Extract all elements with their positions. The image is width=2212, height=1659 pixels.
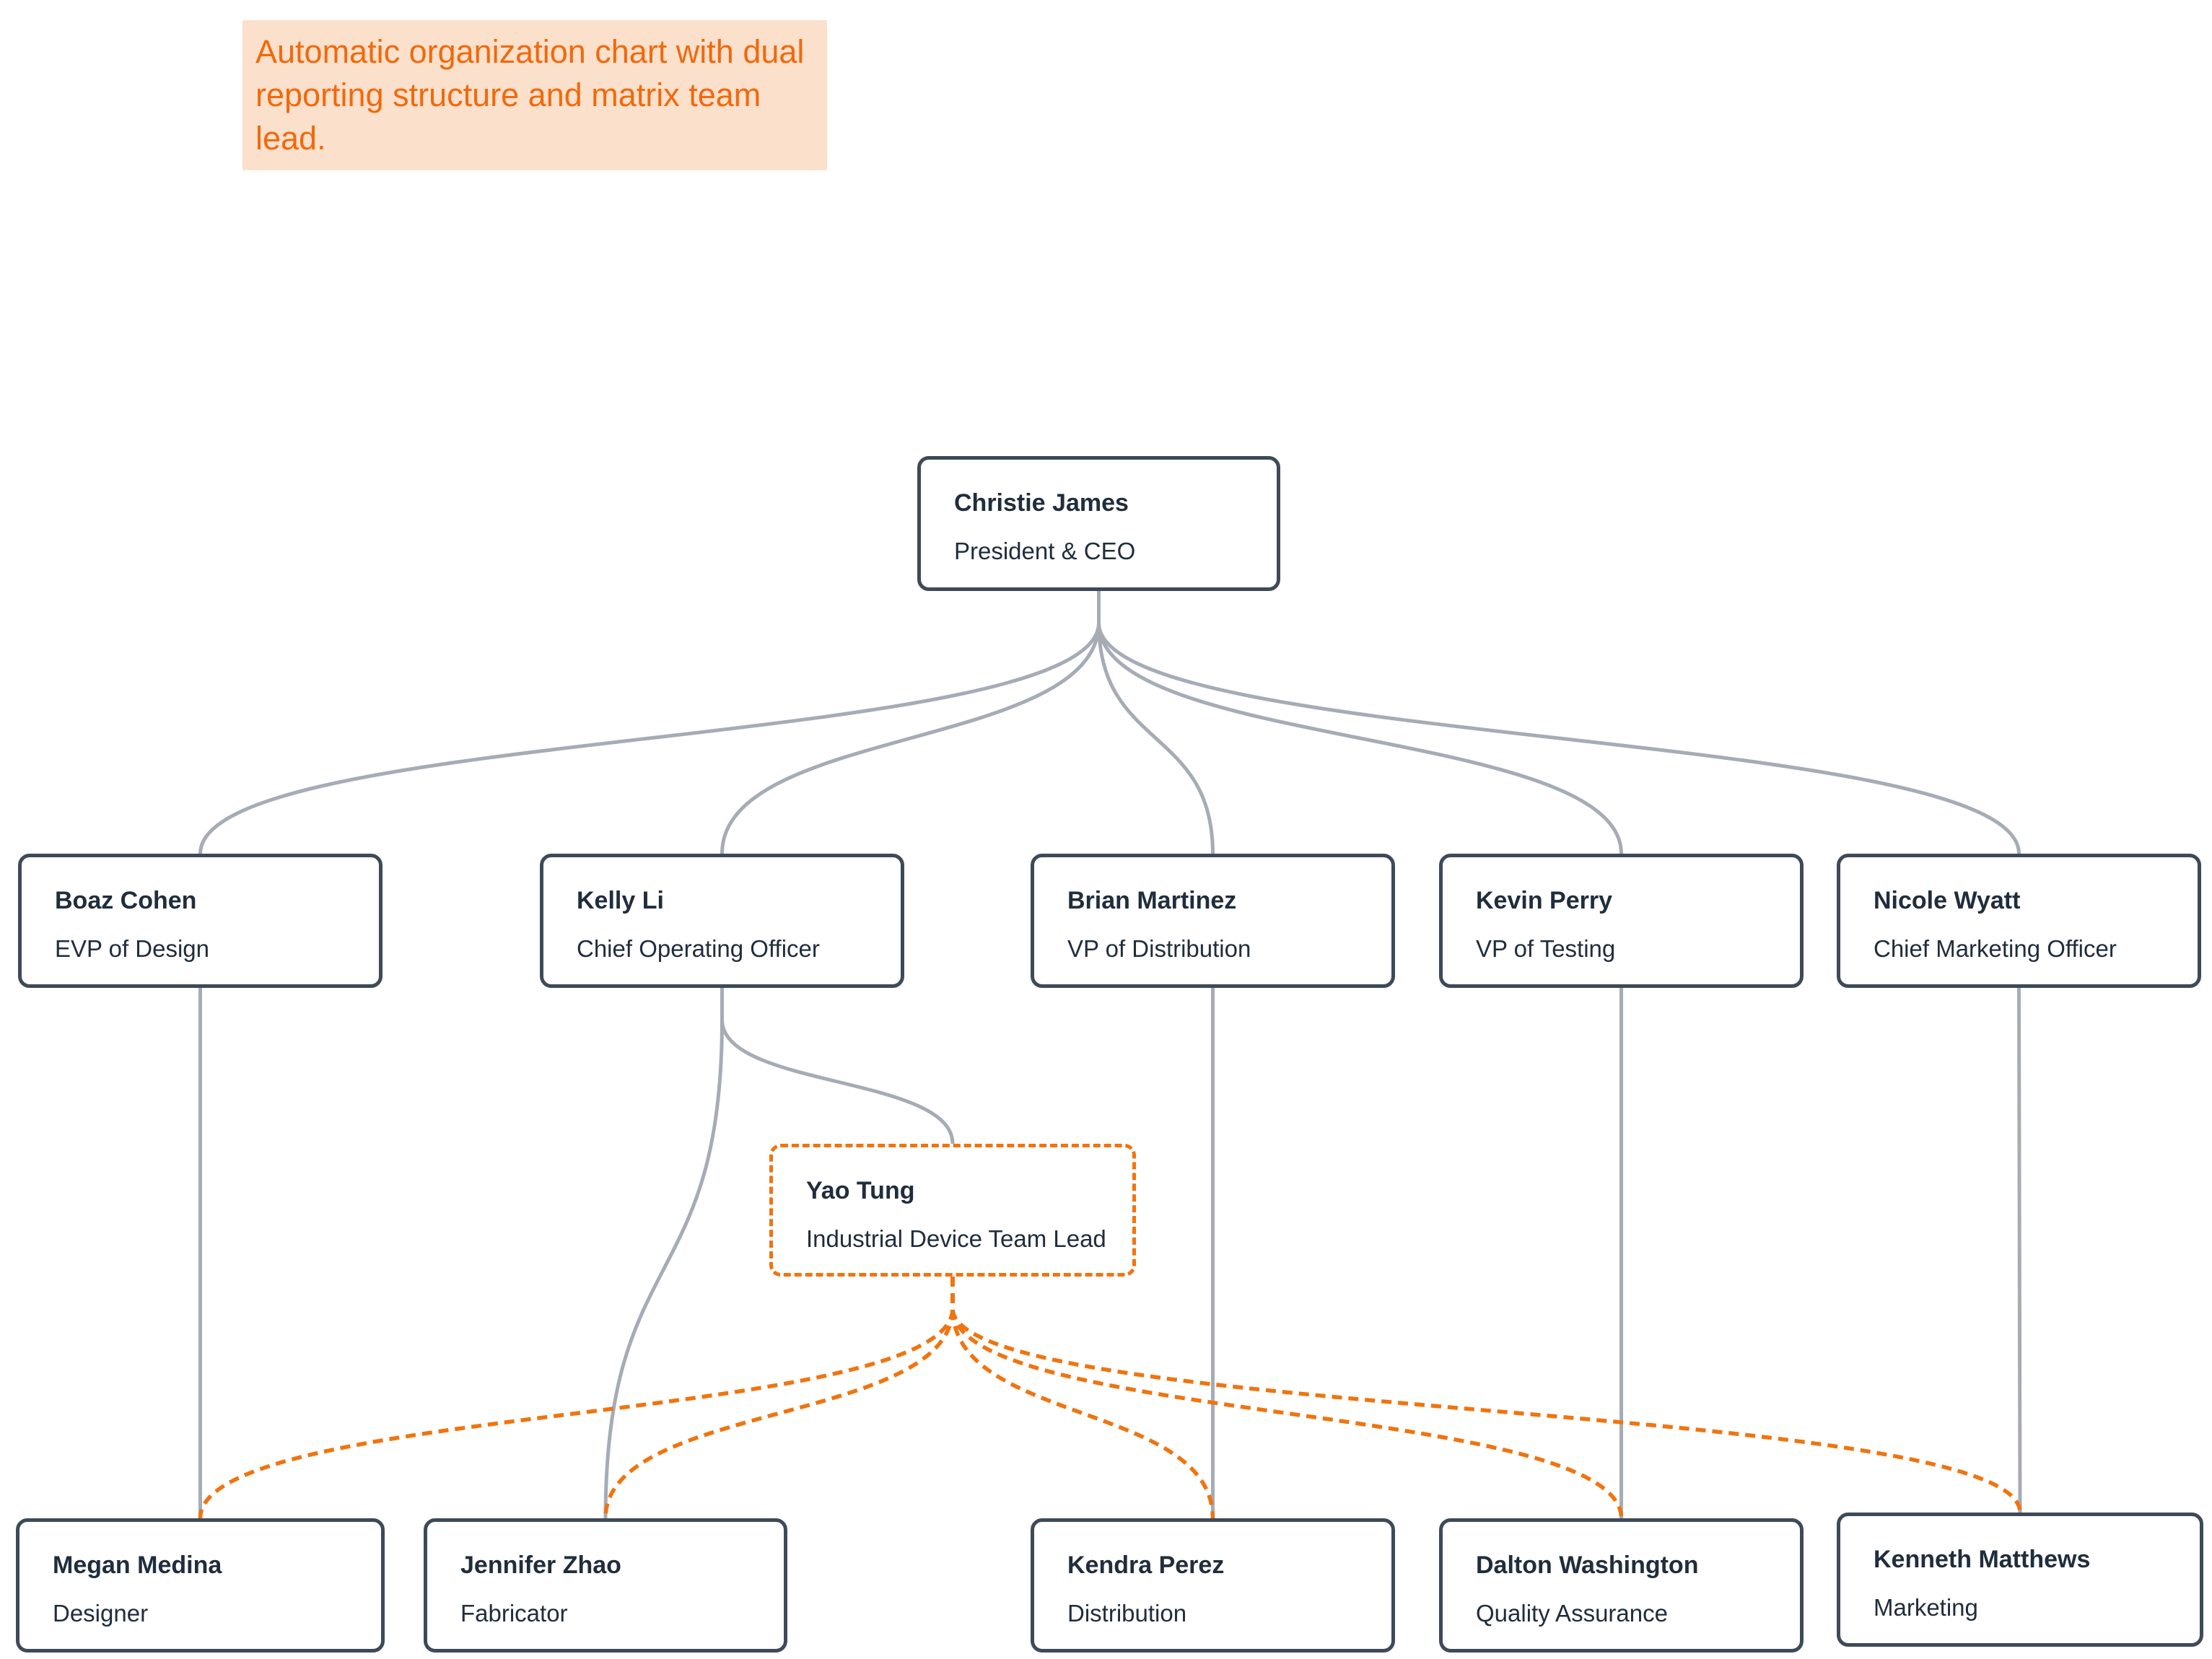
chart-annotation-note: Automatic organization chart with dual r… <box>242 20 827 170</box>
person-title: Industrial Device Team Lead <box>806 1225 1106 1252</box>
person-name: Dalton Washington <box>1476 1551 1699 1579</box>
person-title: VP of Testing <box>1476 934 1616 962</box>
person-name: Brian Martinez <box>1067 887 1237 914</box>
org-card-kelly[interactable]: Kelly Li Chief Operating Officer <box>540 854 904 988</box>
person-title: Designer <box>53 1599 149 1627</box>
person-name: Kelly Li <box>577 887 664 914</box>
person-name: Kendra Perez <box>1067 1551 1225 1579</box>
edge-ceo-boaz-management <box>198 591 1101 854</box>
person-name: Boaz Cohen <box>55 887 197 914</box>
person-title: VP of Distribution <box>1067 934 1251 962</box>
edge-yao-kendra-matrix <box>950 1277 1215 1519</box>
person-title: Fabricator <box>460 1599 568 1627</box>
person-name: Jennifer Zhao <box>460 1551 621 1579</box>
person-title: Distribution <box>1067 1599 1187 1627</box>
edge-ceo-nicole-management <box>1097 591 2021 854</box>
person-name: Kevin Perry <box>1476 887 1612 914</box>
org-card-kevin[interactable]: Kevin Perry VP of Testing <box>1439 854 1804 988</box>
edge-kelly-yao-management <box>720 988 955 1144</box>
person-title: Chief Operating Officer <box>577 934 820 962</box>
edge-yao-megan-matrix <box>198 1277 955 1519</box>
edge-nicole-kenneth-management <box>2017 987 2022 1513</box>
person-name: Nicole Wyatt <box>1874 887 2021 914</box>
person-name: Christie James <box>954 489 1129 517</box>
edge-kelly-jennifer-management <box>603 988 724 1519</box>
person-name: Yao Tung <box>806 1177 915 1204</box>
edge-ceo-brian-management <box>1097 591 1215 854</box>
edge-ceo-kevin-management <box>1097 591 1623 854</box>
edge-yao-jennifer-matrix <box>603 1277 955 1519</box>
person-title: Chief Marketing Officer <box>1874 934 2117 962</box>
person-name: Kenneth Matthews <box>1874 1546 2091 1573</box>
edge-yao-dalton-matrix <box>950 1277 1624 1519</box>
edge-yao-kenneth-matrix <box>950 1277 2022 1513</box>
person-name: Megan Medina <box>53 1551 222 1579</box>
person-title: Quality Assurance <box>1476 1599 1668 1627</box>
edge-ceo-kelly-management <box>720 591 1101 854</box>
person-title: Marketing <box>1874 1593 1978 1621</box>
org-card-brian[interactable]: Brian Martinez VP of Distribution <box>1031 854 1395 988</box>
person-title: President & CEO <box>954 537 1136 564</box>
person-title: EVP of Design <box>55 934 210 962</box>
